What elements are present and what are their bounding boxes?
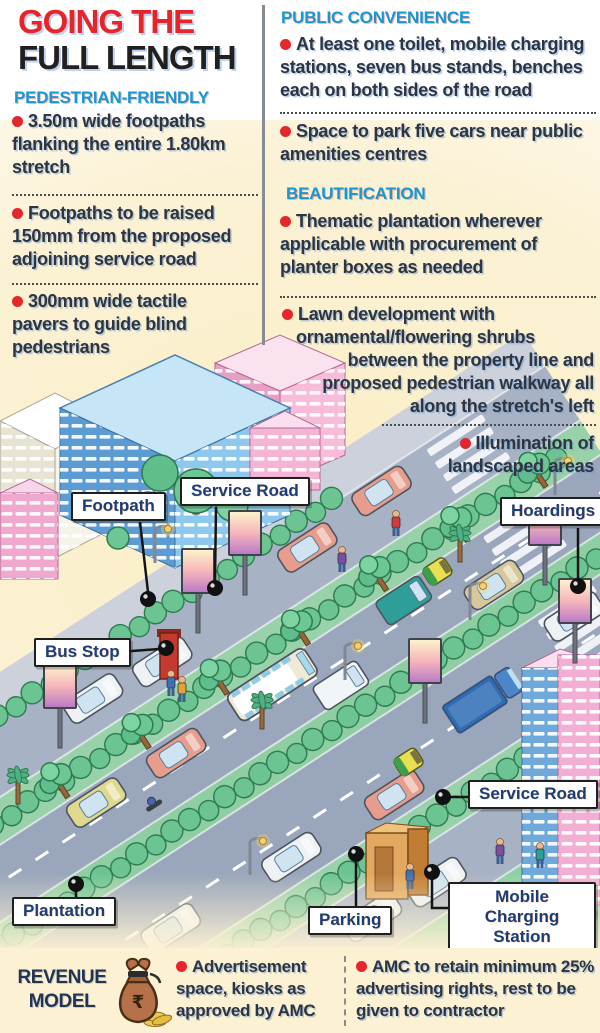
- bullet-dot: [280, 216, 291, 227]
- lawn-line: along the stretch's left: [409, 396, 594, 416]
- revenue-model-band: [0, 948, 600, 1033]
- svg-text:₹: ₹: [132, 992, 145, 1013]
- bullet-text: Thematic plantation wherever applicable …: [280, 211, 542, 277]
- bullet-dot: [12, 116, 23, 127]
- bullet-text: Space to park five cars near public amen…: [280, 121, 583, 164]
- label-hoardings: Hoardings: [500, 497, 600, 526]
- lawn-line: proposed pedestrian walkway all: [322, 373, 594, 393]
- section-header-pedestrian: PEDESTRIAN-FRIENDLY: [14, 88, 209, 107]
- bullet-item: AMC to retain minimum 25% advertising ri…: [356, 956, 596, 1022]
- bullet-dot: [12, 296, 23, 307]
- lawn-line: Lawn development with: [282, 303, 594, 326]
- bullet-item: 3.50m wide footpaths flanking the entire…: [12, 110, 262, 179]
- section-header-public-convenience: PUBLIC CONVENIENCE: [281, 8, 471, 27]
- bullet-dot: [356, 961, 367, 972]
- dashed-divider: [280, 112, 596, 114]
- dashed-divider: [12, 194, 258, 196]
- bullet-dot: [459, 438, 471, 449]
- lawn-line: ornamental/flowering shrubs: [296, 327, 535, 347]
- bullet-text: 300mm wide tactile pavers to guide blind…: [12, 291, 187, 357]
- bullet-dot: [282, 309, 293, 320]
- bullet-text: Footpaths to be raised 150mm from the pr…: [12, 203, 232, 269]
- label-footpath: Footpath: [71, 492, 166, 521]
- bullet-text: Illumination of landscaped areas: [447, 433, 595, 476]
- bullet-dot: [280, 39, 291, 50]
- column-divider: [262, 5, 265, 345]
- bullet-item: At least one toilet, mobile charging sta…: [280, 33, 596, 102]
- bullet-item: Advertisement space, kiosks as approved …: [176, 956, 344, 1022]
- bullet-dot: [176, 961, 187, 972]
- lawn-line: between the property line and: [347, 350, 595, 370]
- bullet-item: Illumination of landscaped areas: [388, 432, 595, 478]
- page-title: GOING THE FULL LENGTH: [18, 3, 237, 76]
- label-service-road-left: Service Road: [180, 477, 310, 506]
- bullet-item: Thematic plantation wherever applicable …: [280, 210, 580, 279]
- section-header-beautification: BEAUTIFICATION: [286, 184, 426, 203]
- revenue-model-label: REVENUE MODEL: [17, 967, 107, 1012]
- bullet-item: Footpaths to be raised 150mm from the pr…: [12, 202, 264, 271]
- label-mobile-charging: Mobile Charging Station: [448, 882, 596, 952]
- bullet-text: AMC to retain minimum 25% advertising ri…: [356, 957, 595, 1020]
- bullet-text: At least one toilet, mobile charging sta…: [280, 34, 585, 100]
- dashed-divider-vertical: [344, 956, 346, 1026]
- dashed-divider: [12, 283, 258, 285]
- bullet-text: Advertisement space, kiosks as approved …: [176, 957, 316, 1020]
- label-service-road-right: Service Road: [468, 780, 598, 809]
- label-bus-stop: Bus Stop: [34, 638, 131, 667]
- bullet-item: Space to park five cars near public amen…: [280, 120, 596, 166]
- bullet-item: 300mm wide tactile pavers to guide blind…: [12, 290, 230, 359]
- bullet-item-lawn: Lawn development with ornamental/floweri…: [282, 303, 594, 418]
- lane-dash-line: [0, 479, 600, 953]
- label-parking: Parking: [308, 906, 393, 935]
- title-line2: FULL LENGTH: [18, 39, 237, 76]
- bullet-dot: [280, 126, 291, 137]
- label-plantation: Plantation: [12, 897, 117, 926]
- bullet-text: 3.50m wide footpaths flanking the entire…: [12, 111, 226, 177]
- money-bag-icon: ₹: [118, 957, 172, 1027]
- building-icon: [0, 478, 60, 580]
- title-line1: GOING THE: [18, 3, 195, 40]
- bullet-dot: [12, 208, 23, 219]
- dashed-divider: [280, 296, 596, 298]
- dashed-divider: [382, 424, 596, 426]
